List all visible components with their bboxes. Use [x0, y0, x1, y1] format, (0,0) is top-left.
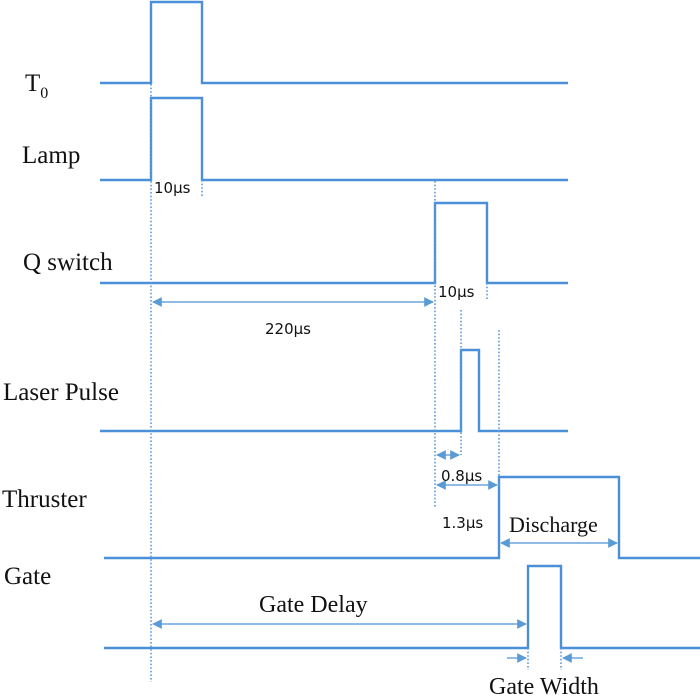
annotation-220us: 220μs: [265, 320, 311, 338]
signal-label-t0: T0: [25, 70, 48, 102]
waveform-q-switch: [100, 201, 568, 285]
annotation-0-8us: 0.8μs: [441, 467, 482, 485]
signal-label-gate: Gate: [4, 563, 51, 590]
annotation-qswitch-width: 10μs: [438, 283, 475, 301]
waveform-laser-pulse: [100, 348, 568, 433]
signal-label-laser-pulse: Laser Pulse: [3, 379, 119, 406]
annotation-gate-delay: Gate Delay: [259, 592, 368, 618]
waveform-gate: [104, 564, 700, 650]
annotation-discharge: Discharge: [509, 512, 598, 537]
signal-label-lamp: Lamp: [22, 142, 80, 169]
waveform-thruster: [104, 475, 700, 560]
waveform-lamp: [100, 96, 568, 182]
annotation-1-3us: 1.3μs: [442, 514, 483, 532]
signal-label-q-switch: Q switch: [23, 249, 113, 276]
annotation-gate-width: Gate Width: [489, 674, 599, 699]
waveform-t0: [100, 0, 568, 85]
signal-label-thruster: Thruster: [2, 486, 87, 513]
annotation-lamp-width: 10μs: [154, 179, 191, 197]
